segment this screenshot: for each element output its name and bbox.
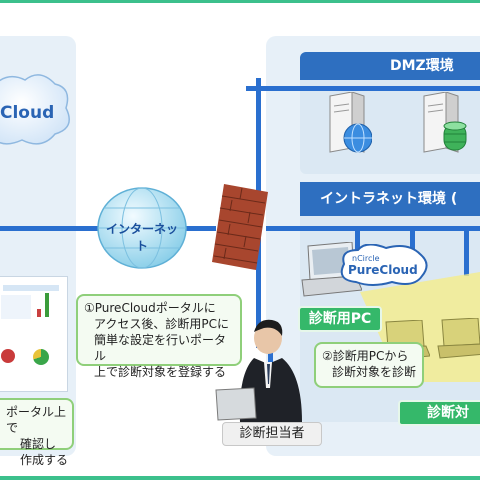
- thumb-bar: [37, 309, 41, 317]
- top-border-line: [0, 0, 480, 3]
- network-line: [246, 86, 480, 91]
- network-line: [266, 226, 480, 231]
- diag-target-label: 診断対: [398, 400, 480, 426]
- db-server-icon: [423, 92, 467, 153]
- note-registration: ①PureCloudポータルに アクセス後、診断用PCに 簡単な設定を行いポータ…: [76, 294, 242, 379]
- internet-label: インターネット: [105, 222, 178, 253]
- network-line: [464, 226, 469, 276]
- diagnostic-staff-illustration: [215, 319, 302, 422]
- dmz-title: DMZ環境: [390, 58, 454, 74]
- intranet-header: イントラネット環境 (: [300, 182, 480, 216]
- diagnostic-laptop-icon: [301, 242, 362, 297]
- note-left: ポータル上で 確認し 作成する: [0, 398, 74, 467]
- target-pc-icon: [437, 318, 480, 359]
- web-server-icon: [329, 92, 372, 153]
- note-left-line: 確認し: [20, 437, 57, 451]
- network-line: [186, 226, 216, 231]
- thumb-table: [1, 295, 31, 319]
- cloud-icon: [0, 74, 70, 145]
- note-line: ①PureCloudポータルに: [84, 301, 216, 315]
- ncircle-label: nCircle: [352, 254, 380, 263]
- note-line: 上で診断対象を登録する: [94, 365, 227, 379]
- firewall-icon: [212, 184, 268, 270]
- left-cloud-label: Cloud: [0, 103, 55, 123]
- note-line: アクセス後、診断用PCに: [94, 317, 230, 331]
- diag-pc-label: 診断用PC: [298, 306, 382, 332]
- bottom-border-line: [0, 476, 480, 480]
- intranet-title: イントラネット環境 (: [320, 191, 458, 207]
- purecloud-brand-label: PureCloud: [348, 263, 418, 277]
- thumb-header-bar: [3, 285, 59, 291]
- dmz-header: DMZ環境: [300, 52, 480, 80]
- note-left-line: ポータル上で: [6, 405, 67, 435]
- staff-label: 診断担当者: [222, 422, 322, 446]
- note-diagnosis: ②診断用PCから 診断対象を診断: [314, 342, 424, 388]
- network-line: [0, 226, 98, 231]
- note-left-line: 作成する: [20, 453, 69, 467]
- internet-globe-icon: [97, 187, 187, 269]
- note-line: ②診断用PCから: [322, 349, 409, 363]
- thumb-bar: [45, 293, 49, 317]
- note-line: 簡単な設定を行いポータル: [94, 333, 227, 363]
- thumb-pie: [1, 349, 15, 363]
- purecloud-cloud-icon: [340, 244, 428, 286]
- portal-report-thumbnail: [0, 276, 68, 392]
- thumb-pie: [33, 349, 49, 365]
- note-line: 診断対象を診断: [332, 365, 417, 379]
- network-line: [355, 226, 360, 266]
